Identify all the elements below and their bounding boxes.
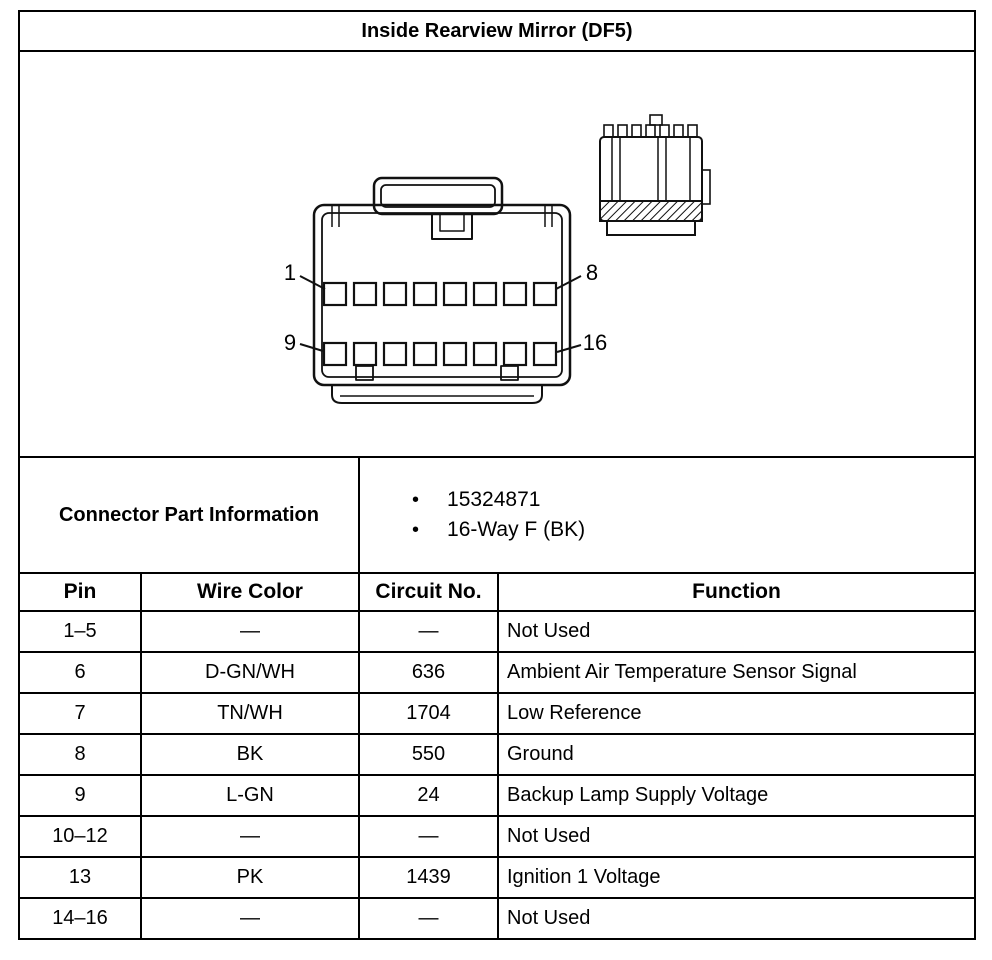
part-info-list: • 15324871 • 16-Way F (BK) [360, 485, 974, 545]
wire-color-cell: BK [140, 733, 360, 776]
wire-color-cell: — [140, 815, 360, 858]
wire-color-cell: — [140, 610, 360, 653]
function-cell: Ignition 1 Voltage [497, 856, 976, 899]
circuit-no-cell: — [358, 815, 499, 858]
col-header-pin: Pin [18, 572, 142, 612]
wire-color-cell: — [140, 897, 360, 940]
page-title: Inside Rearview Mirror (DF5) [18, 10, 976, 52]
pin-label-9: 9 [284, 330, 296, 355]
function-cell: Backup Lamp Supply Voltage [497, 774, 976, 817]
circuit-no-cell: 1439 [358, 856, 499, 899]
table-row: 10–12 — — Not Used [18, 815, 976, 858]
col-header-circuit-no: Circuit No. [358, 572, 499, 612]
pin-cell: 1–5 [18, 610, 142, 653]
function-cell: Low Reference [497, 692, 976, 735]
table-row: 14–16 — — Not Used [18, 897, 976, 940]
pin-label-1: 1 [284, 260, 296, 285]
col-header-function: Function [497, 572, 976, 612]
pin-leader-lines [299, 275, 582, 353]
pin-cell: 14–16 [18, 897, 142, 940]
col-header-wire-color: Wire Color [140, 572, 360, 612]
pin-cell: 7 [18, 692, 142, 735]
function-cell: Ground [497, 733, 976, 776]
wire-color-cell: D-GN/WH [140, 651, 360, 694]
connector-side-view [599, 114, 711, 236]
table-row: 6 D-GN/WH 636 Ambient Air Temperature Se… [18, 651, 976, 694]
pin-cell: 10–12 [18, 815, 142, 858]
connector-front-view [312, 176, 572, 404]
circuit-no-cell: — [358, 610, 499, 653]
connector-part-info-values: • 15324871 • 16-Way F (BK) [358, 456, 976, 574]
table-row: 1–5 — — Not Used [18, 610, 976, 653]
function-cell: Not Used [497, 897, 976, 940]
circuit-no-cell: 1704 [358, 692, 499, 735]
wire-color-cell: TN/WH [140, 692, 360, 735]
wire-color-cell: PK [140, 856, 360, 899]
wire-color-cell: L-GN [140, 774, 360, 817]
pin-cavities-bottom-row [322, 341, 558, 367]
pin-cell: 8 [18, 733, 142, 776]
table-row: 7 TN/WH 1704 Low Reference [18, 692, 976, 735]
pin-label-16: 16 [583, 330, 607, 355]
connector-type: 16-Way F (BK) [447, 518, 586, 541]
connector-table: Inside Rearview Mirror (DF5) [18, 10, 976, 940]
bullet-icon: • [412, 489, 420, 511]
connector-diagram: 1 8 9 16 [284, 114, 711, 404]
part-number: 15324871 [447, 488, 541, 511]
connector-diagram-cell: 1 8 9 16 [18, 50, 976, 458]
circuit-no-cell: 636 [358, 651, 499, 694]
connector-part-info-label: Connector Part Information [18, 456, 360, 574]
pin-cell: 9 [18, 774, 142, 817]
function-cell: Not Used [497, 610, 976, 653]
list-item: • 15324871 [412, 485, 974, 515]
pin-cell: 6 [18, 651, 142, 694]
table-row: 13 PK 1439 Ignition 1 Voltage [18, 856, 976, 899]
pin-label-8: 8 [586, 260, 598, 285]
table-header-row: Pin Wire Color Circuit No. Function [18, 572, 976, 612]
circuit-no-cell: — [358, 897, 499, 940]
function-cell: Ambient Air Temperature Sensor Signal [497, 651, 976, 694]
bullet-icon: • [412, 519, 420, 541]
pin-cavities-top-row [322, 281, 558, 307]
function-cell: Not Used [497, 815, 976, 858]
table-row: 8 BK 550 Ground [18, 733, 976, 776]
table-row: 9 L-GN 24 Backup Lamp Supply Voltage [18, 774, 976, 817]
circuit-no-cell: 24 [358, 774, 499, 817]
circuit-no-cell: 550 [358, 733, 499, 776]
list-item: • 16-Way F (BK) [412, 515, 974, 545]
pin-cell: 13 [18, 856, 142, 899]
